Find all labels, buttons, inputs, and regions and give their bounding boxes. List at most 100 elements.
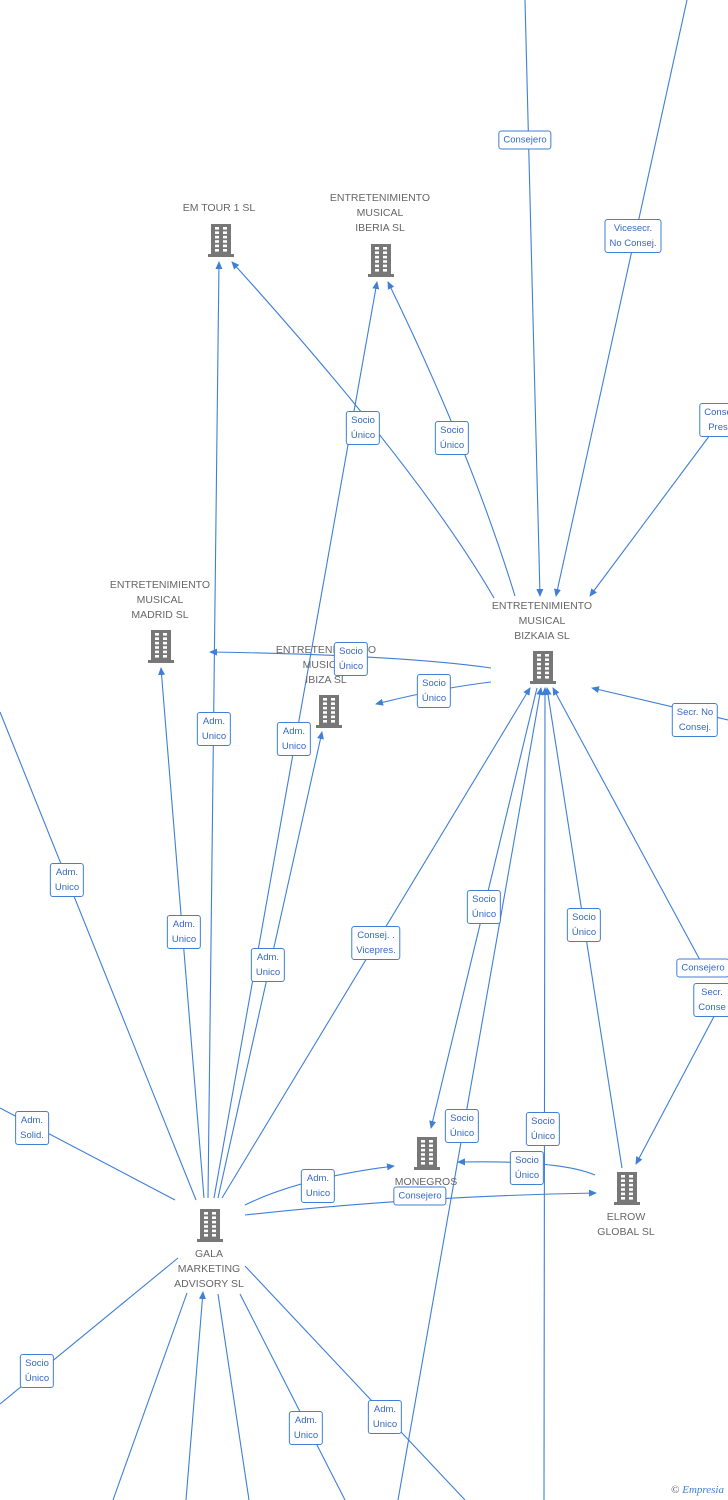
company-name-line: IBIZA SL (305, 674, 347, 686)
relation-label-line: Unico (201, 731, 227, 742)
company-name-line: MUSICAL (136, 594, 184, 606)
relation-label[interactable]: Adm.Unico (166, 915, 202, 949)
relation-label[interactable]: Adm.Unico (250, 948, 286, 982)
company-name-line: ADVISORY SL (174, 1278, 244, 1290)
relation-label-line: Único (350, 430, 376, 441)
company-name-line: MUSICAL (518, 615, 566, 627)
edge (0, 711, 197, 1201)
relation-label[interactable]: Consejero (498, 130, 552, 150)
company-name-line: MARKETING (177, 1263, 241, 1275)
copyright-footer: © Empresia (671, 1484, 724, 1496)
building-icon (530, 651, 556, 684)
company-name-gala[interactable]: GALA MARKETING ADVISORY SL (174, 1247, 244, 1292)
company-node-icon-emtour[interactable] (205, 222, 237, 263)
relation-label[interactable]: Secr. Conse (693, 983, 728, 1017)
relation-label-line: Unico (281, 741, 307, 752)
relation-label-line: Socio (339, 646, 363, 657)
building-icon (368, 244, 394, 277)
edge (209, 648, 492, 669)
relation-label-line: Consej. . (357, 930, 395, 941)
relation-label-line: Adm. (294, 1415, 318, 1426)
relation-label-line: Solid. (20, 1130, 44, 1141)
relation-label-line: Secr. (701, 987, 723, 998)
edge (244, 1265, 466, 1500)
relation-label[interactable]: Adm. Unico (276, 722, 312, 756)
company-name-line: EM TOUR 1 SL (182, 202, 256, 214)
relation-label-line: Vicepres. (356, 945, 396, 956)
relation-label-line: Socio (351, 415, 375, 426)
relation-label-line: Consejero (398, 1190, 442, 1202)
edge (554, 0, 688, 597)
relation-label[interactable]: Adm. Unico (300, 1169, 336, 1203)
company-name-line: ENTRETENIMIENTO (109, 579, 211, 591)
relation-label[interactable]: Consej. . Vicepres. (351, 926, 401, 960)
relation-label-line: Pres (708, 422, 728, 433)
company-name-line: BIZKAIA SL (514, 630, 570, 642)
edge (185, 1291, 206, 1500)
relation-label-line: Consejero (681, 962, 725, 974)
company-node-icon-bizkaia[interactable] (527, 649, 559, 690)
company-name-line: GALA (194, 1248, 223, 1260)
brand-name[interactable]: Empresia (682, 1484, 724, 1496)
relation-label-line: Socio (472, 894, 496, 905)
relation-label-line: Unico (171, 934, 197, 945)
relation-label-line: Conse (704, 407, 728, 418)
company-node-icon-monegros[interactable] (411, 1135, 443, 1176)
relation-label-line: Unico (293, 1430, 319, 1441)
relation-label-line: No Consej. (609, 238, 657, 249)
relation-label-line: Adm. (256, 952, 280, 963)
relation-label[interactable]: Adm. Unico (288, 1411, 324, 1445)
relation-label-line: Socio (440, 425, 464, 436)
relation-label-line: Adm. (306, 1173, 330, 1184)
relation-label[interactable]: Vicesecr.No Consej. (604, 219, 662, 253)
relation-label-line: Adm. (282, 726, 306, 737)
relation-label-line: Unico (305, 1188, 331, 1199)
company-name-emtour[interactable]: EM TOUR 1 SL (183, 201, 256, 216)
relation-label-line: Conse (698, 1002, 726, 1013)
company-name-madrid[interactable]: ENTRETENIMIENTO MUSICAL MADRID SL (110, 578, 210, 623)
company-name-line: MADRID SL (131, 609, 189, 621)
edge (541, 687, 549, 1500)
relation-label-line: Adm. (373, 1404, 397, 1415)
relation-label[interactable]: ConsePres (699, 403, 728, 437)
relation-label[interactable]: Adm.Unico (196, 712, 232, 746)
relation-label[interactable]: Consejero (676, 958, 728, 978)
company-node-icon-iberia[interactable] (365, 242, 397, 283)
edge (231, 261, 495, 599)
relation-label-line: Único (530, 1131, 556, 1142)
relation-label-line: Secr. No (676, 707, 714, 718)
company-node-icon-madrid[interactable] (145, 628, 177, 669)
relation-label-line: Adm. (20, 1115, 44, 1126)
relation-label-line: Adm. (55, 867, 79, 878)
relation-label-line: Único (421, 693, 447, 704)
relation-label-line: Único (439, 440, 465, 451)
company-node-icon-gala[interactable] (194, 1207, 226, 1248)
copyright-symbol: © (671, 1484, 680, 1496)
company-node-icon-ibiza[interactable] (313, 693, 345, 734)
relation-label-line: Socio (515, 1155, 539, 1166)
relation-label[interactable]: Adm.Unico (49, 863, 85, 897)
relation-label[interactable]: Adm. Solid. (15, 1111, 49, 1145)
building-icon (208, 224, 234, 257)
company-name-line: MUSICAL (356, 207, 404, 219)
relation-label-line: Único (338, 661, 364, 672)
relation-label[interactable]: Adm.Unico (367, 1400, 403, 1434)
company-node-icon-elrow[interactable] (611, 1170, 643, 1211)
building-icon (414, 1137, 440, 1170)
building-icon (614, 1172, 640, 1205)
relation-label[interactable]: Consejero (393, 1186, 447, 1206)
